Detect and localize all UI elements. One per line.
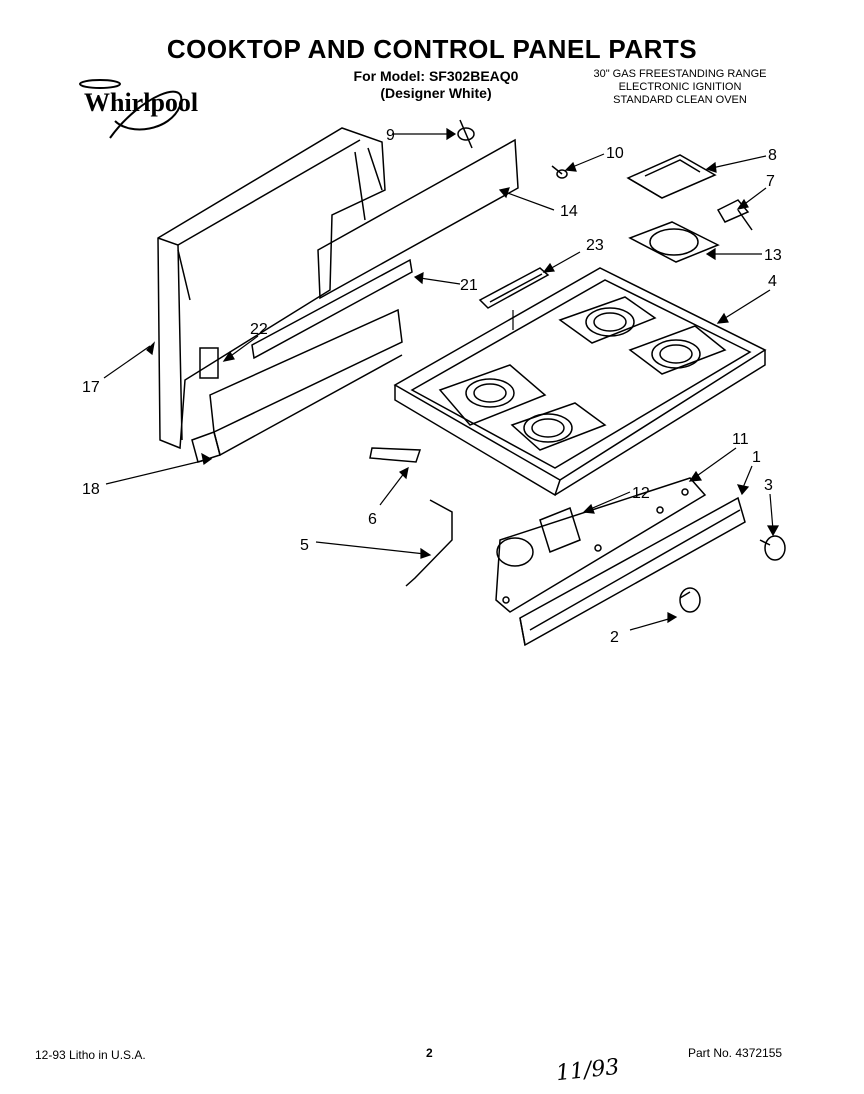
whirlpool-logo: Whirlpool [70,76,220,146]
part-23-vent-grille [478,267,550,309]
callout-23: 23 [586,237,604,254]
page-number: 2 [426,1046,433,1060]
callout-8: 8 [768,147,777,164]
callout-18: 18 [82,481,100,498]
callout-17: 17 [82,379,100,396]
callout-6: 6 [368,511,377,528]
part-18-manifold-panel [191,308,403,463]
part-21-strip [251,258,413,360]
footer-litho: 12-93 Litho in U.S.A. [35,1048,146,1062]
model-info: For Model: SF302BEAQ0 (Designer White) [326,68,546,102]
callout-7: 7 [766,173,775,190]
part-14-control-overlay [317,138,519,300]
model-line: For Model: SF302BEAQ0 [353,68,519,84]
callout-11: 11 [732,431,749,448]
part-17-backguard [157,127,386,450]
callout-2: 2 [610,629,619,646]
callout-9: 9 [386,127,395,144]
part-3-knob [759,535,786,561]
whirlpool-swirl-icon [79,79,183,139]
callout-13: 13 [764,247,782,264]
color-line: (Designer White) [380,85,492,101]
callout-21: 21 [460,277,478,294]
callout-5: 5 [300,537,309,554]
callout-14: 14 [560,203,578,220]
spec-line-3: STANDARD CLEAN OVEN [613,94,747,106]
spec-line-2: ELECTRONIC IGNITION [618,81,742,93]
part-22-bracket [199,347,219,379]
part-5-wire-rod [405,499,453,587]
spec-line-1: 30" GAS FREESTANDING RANGE [593,68,767,80]
part-8-burner-grate [626,154,717,199]
callout-12: 12 [632,485,650,502]
part-12-switch [539,507,581,553]
callout-4: 4 [768,273,777,290]
part-6-clip [369,447,422,463]
part-4-cooktop [393,267,767,497]
callout-10: 10 [606,145,624,162]
callout-1: 1 [752,449,761,466]
callout-3: 3 [764,477,773,494]
part-13-drip-ring [628,221,720,263]
part-2-knob [679,587,701,613]
part-number: Part No. 4372155 [688,1046,783,1060]
part-7-igniter [716,199,753,231]
logo-brand-text: Whirlpool [84,88,199,117]
part-10-screw [551,165,568,179]
part-9-fastener [457,119,475,149]
part-11-control-bracket [495,477,707,613]
spec-block: 30" GAS FREESTANDING RANGE ELECTRONIC IG… [560,68,800,107]
part-1-control-rail [519,496,746,647]
callout-22: 22 [250,321,268,338]
page-title: COOKTOP AND CONTROL PANEL PARTS [166,34,698,64]
